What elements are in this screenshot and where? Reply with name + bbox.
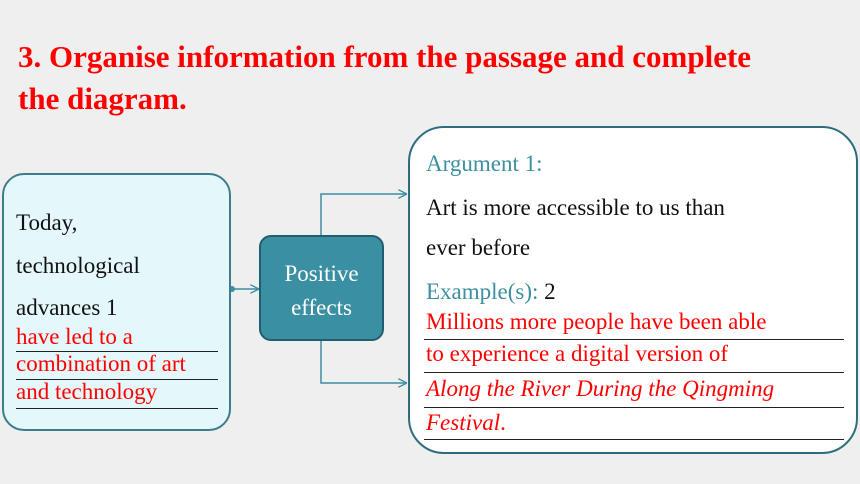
left-answer-line-1: have led to a xyxy=(16,324,133,349)
left-answer-line-3: and technology xyxy=(16,379,158,404)
diagram-title: 3. Organise information from the passage… xyxy=(18,36,838,120)
lower-branch-arrow xyxy=(320,341,406,383)
example-blank-line xyxy=(424,439,844,440)
center-text-positive: Positive xyxy=(284,261,359,286)
title-line-2: the diagram. xyxy=(18,81,187,116)
example-blank-line xyxy=(424,372,844,373)
answer-blank-line xyxy=(16,408,218,409)
center-text-effects: effects xyxy=(291,295,352,320)
example-answer-line-1: Millions more people have been able xyxy=(426,309,767,334)
left-cause-box: Today, technological advances 1 have led… xyxy=(2,173,231,431)
festival-word: Festival xyxy=(426,410,501,435)
left-text-advances: advances 1 xyxy=(16,295,118,320)
example-answer-line-2: to experience a digital version of xyxy=(426,341,729,366)
left-text-today: Today, xyxy=(16,210,78,235)
positive-effects-box: Positive effects xyxy=(259,235,384,341)
answer-blank-line xyxy=(16,379,218,380)
upper-branch-arrow xyxy=(320,194,406,235)
example-blank-line xyxy=(424,407,844,408)
argument-label: Argument 1: xyxy=(426,151,543,176)
example-answer-line-4: Festival. xyxy=(426,409,506,437)
example-blank-line xyxy=(424,339,844,340)
example-number: 2 xyxy=(544,279,556,304)
argument-text-line-2: ever before xyxy=(426,235,531,260)
left-text-technological: technological xyxy=(16,253,140,278)
example-label: Example(s): xyxy=(426,279,539,304)
argument-box: Argument 1: Art is more accessible to us… xyxy=(408,126,858,454)
left-answer-line-2: combination of art xyxy=(16,351,186,376)
example-answer-line-3: Along the River During the Qingming xyxy=(426,376,775,401)
answer-blank-line xyxy=(16,351,218,352)
argument-text-line-1: Art is more accessible to us than xyxy=(426,195,725,220)
example-row: Example(s): 2 xyxy=(426,278,556,306)
title-line-1: 3. Organise information from the passage… xyxy=(18,39,752,74)
final-period: . xyxy=(500,410,506,435)
